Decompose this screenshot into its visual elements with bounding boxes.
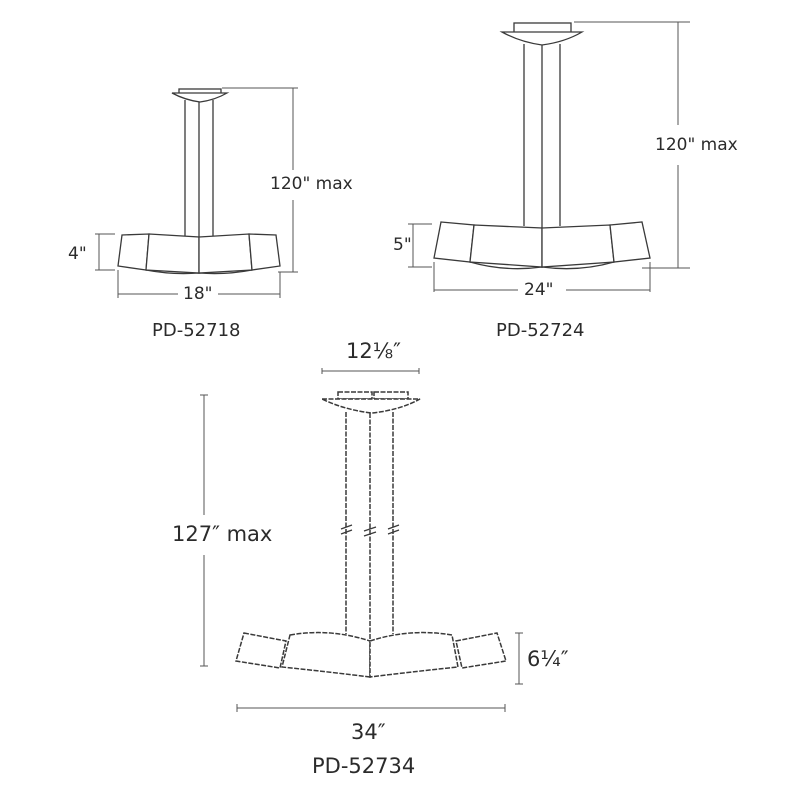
fixture-pd-52718-dimensions xyxy=(95,87,298,298)
pd-52724-width-label: 24" xyxy=(524,280,554,300)
pd-52734-width-label: 34″ xyxy=(351,720,386,744)
fixture-pd-52718-drawing xyxy=(117,88,281,275)
pd-52718-width-label: 18" xyxy=(183,284,213,304)
pd-52718-model-label: PD-52718 xyxy=(152,320,241,341)
pd-52734-height-label: 127″ max xyxy=(172,522,273,546)
pd-52724-model-label: PD-52724 xyxy=(496,320,585,341)
wire-break-marks xyxy=(340,524,400,537)
pd-52718-height-label: 120" max xyxy=(270,174,353,194)
pd-52724-height-label: 120" max xyxy=(655,135,738,155)
pd-52734-model-label: PD-52734 xyxy=(312,754,416,778)
pd-52724-shade-height-label: 5" xyxy=(393,235,412,255)
pd-52734-canopy-width-label: 12⅛″ xyxy=(346,339,401,363)
pd-52734-shade-height-label: 6¼″ xyxy=(527,647,569,671)
fixture-pd-52724-drawing xyxy=(433,22,651,270)
fixture-pd-52734-dimensions xyxy=(200,368,523,712)
pd-52718-shade-height-label: 4" xyxy=(68,244,87,264)
fixture-pd-52734-drawing xyxy=(235,391,507,678)
fixture-pd-52724-dimensions xyxy=(408,21,690,292)
